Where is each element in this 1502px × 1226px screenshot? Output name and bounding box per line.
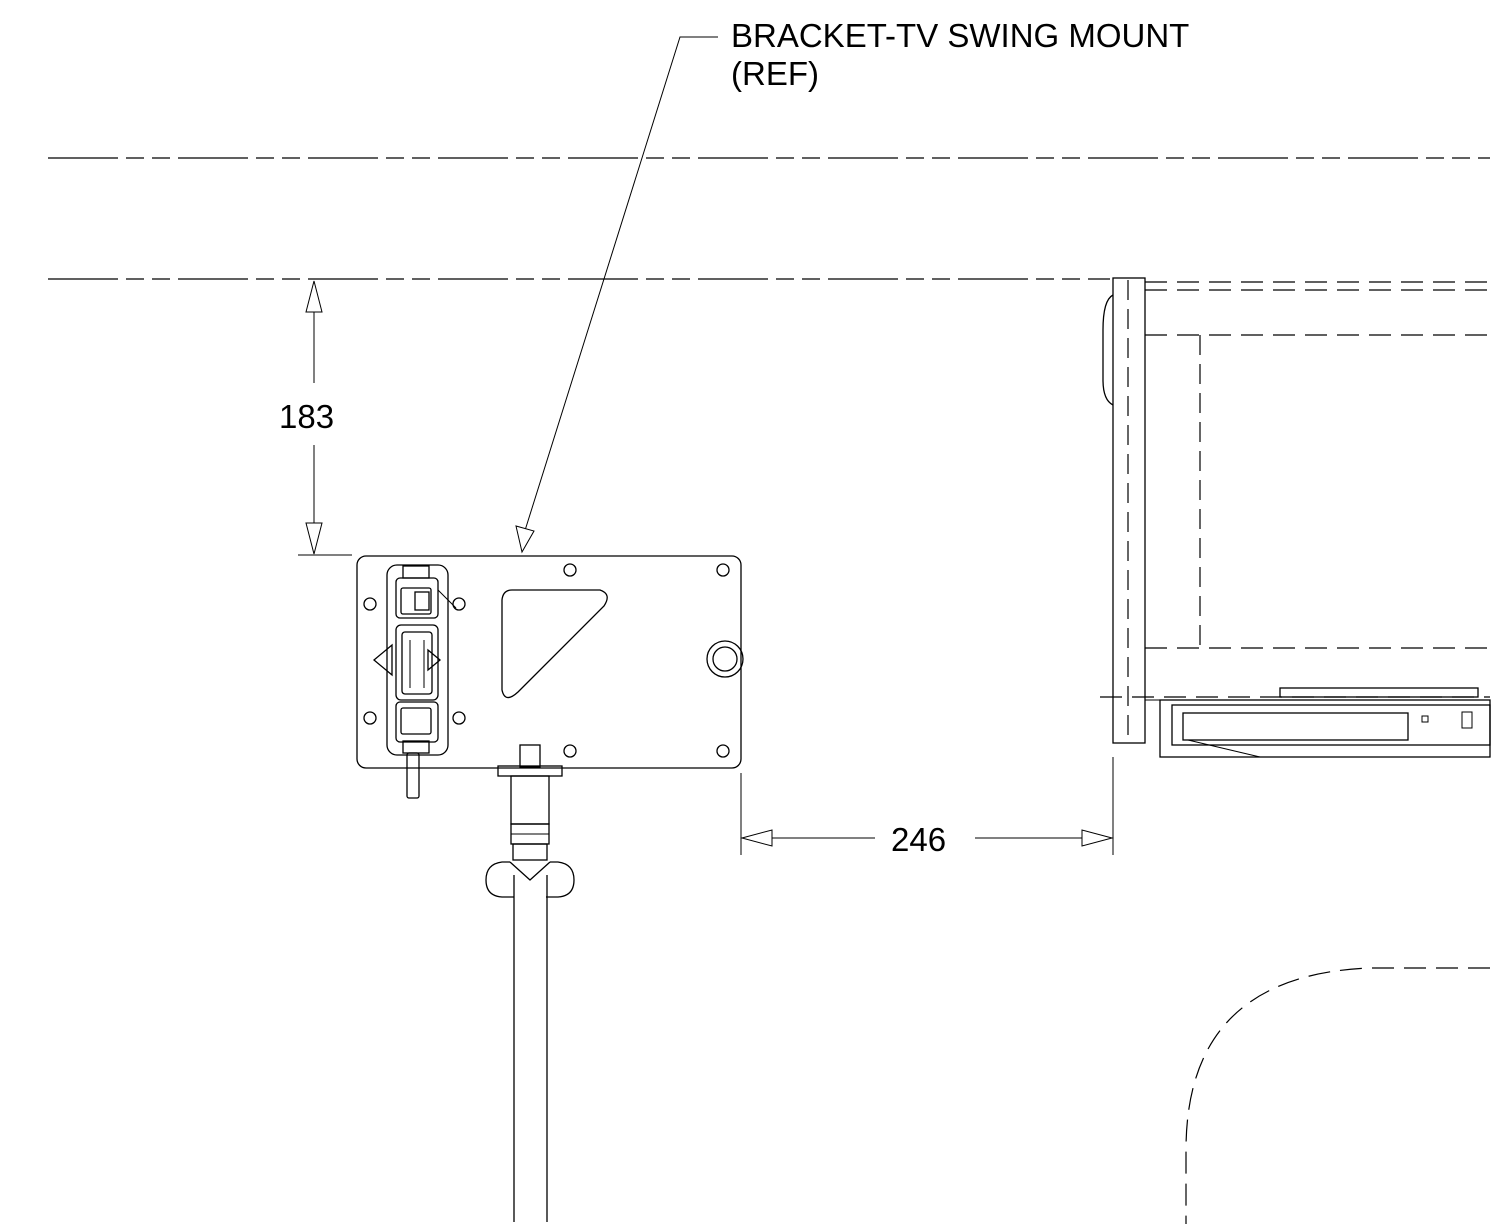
dimension-value-horizontal: 246: [891, 821, 946, 858]
wall-panel: [1100, 277, 1490, 744]
media-device: [1145, 687, 1491, 758]
dimension-arrow-left: [740, 829, 773, 847]
horizontal-dimension: [740, 757, 1114, 855]
hidden-rounded-corner: [1185, 967, 1490, 1224]
bracket-plate: [356, 555, 744, 769]
reference-lines: [48, 157, 1490, 280]
clamp-mechanism: [372, 564, 457, 799]
dimension-arrow-up: [305, 280, 323, 313]
dimension-arrow-down: [305, 522, 323, 555]
vertical-dimension: [298, 280, 352, 556]
callout-label-line1: BRACKET-TV SWING MOUNT: [731, 17, 1189, 54]
dimension-arrow-right: [1081, 829, 1114, 847]
dimension-value-vertical: 183: [279, 398, 334, 435]
vertical-pole: [513, 875, 548, 1222]
callout-leader: [515, 36, 718, 554]
callout-label-line2: (REF): [731, 55, 819, 92]
pole-connector: [485, 744, 575, 898]
